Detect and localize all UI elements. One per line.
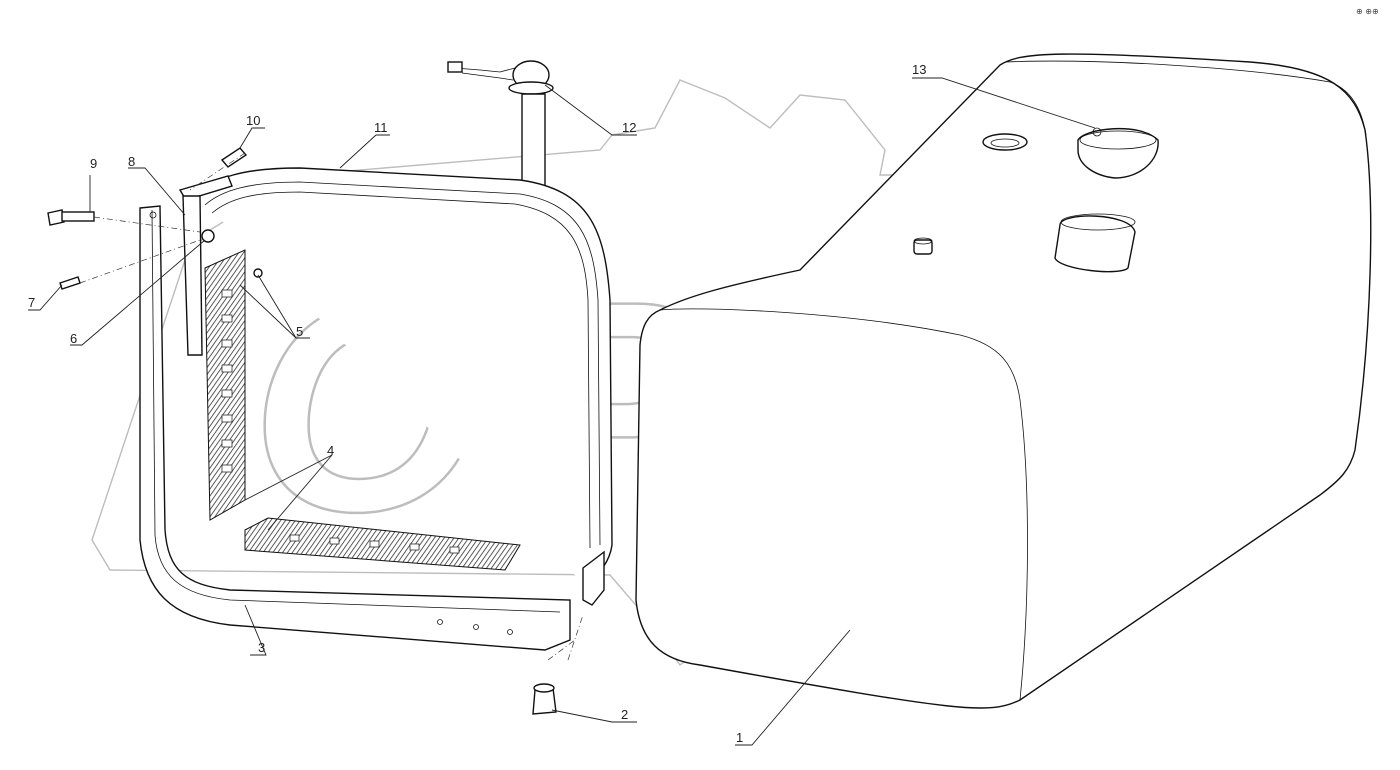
tank-cover-frame bbox=[178, 167, 613, 606]
hardware bbox=[47, 147, 557, 715]
nut-6 bbox=[201, 229, 215, 243]
callout-12: 12 bbox=[622, 120, 636, 135]
callout-labels: 1 2 3 4 5 6 7 8 9 10 11 12 13 bbox=[28, 62, 926, 745]
callout-10: 10 bbox=[246, 113, 260, 128]
assembly-lines bbox=[79, 152, 584, 661]
bolt-9 bbox=[47, 209, 65, 226]
callout-9: 9 bbox=[90, 156, 97, 171]
leader-lines bbox=[28, 77, 1096, 746]
rivet-5 bbox=[253, 268, 263, 278]
filler-cap-body bbox=[1077, 128, 1159, 179]
pin-10 bbox=[220, 147, 248, 168]
callout-2: 2 bbox=[621, 707, 628, 722]
tank-drain-nut bbox=[913, 239, 933, 255]
callout-8: 8 bbox=[128, 154, 135, 169]
callout-13: 13 bbox=[912, 62, 926, 77]
mounting-bracket bbox=[139, 195, 571, 651]
sender-wire bbox=[454, 67, 516, 73]
filler-neck-top bbox=[1060, 213, 1136, 231]
tank-end-face bbox=[659, 308, 1028, 701]
bracket-upper-plate bbox=[182, 195, 203, 356]
tank-vent-opening bbox=[982, 133, 1028, 151]
sender-connector bbox=[447, 61, 463, 73]
callout-5: 5 bbox=[296, 324, 303, 339]
bracket-hole-3 bbox=[473, 624, 479, 630]
filler-cap bbox=[1077, 127, 1159, 179]
filler-cap-latch bbox=[1092, 127, 1102, 137]
cover-frame-tab bbox=[582, 550, 605, 606]
fuel-tank bbox=[635, 53, 1372, 709]
bracket-inner-line bbox=[151, 209, 561, 613]
cover-frame-outer bbox=[195, 167, 613, 586]
cover-frame-inner-2 bbox=[211, 191, 591, 549]
rubber-pad-horizontal bbox=[244, 517, 521, 571]
callout-6: 6 bbox=[70, 331, 77, 346]
tank-body bbox=[635, 53, 1372, 709]
cover-frame-inner bbox=[204, 181, 601, 546]
callout-3: 3 bbox=[258, 640, 265, 655]
corner-mark: ⊕ ⊕⊕ bbox=[1356, 7, 1379, 16]
rubber-pads bbox=[204, 249, 521, 571]
sender-wire-2 bbox=[461, 72, 514, 81]
callout-1: 1 bbox=[736, 730, 743, 745]
drain-plug-2-head bbox=[533, 683, 555, 693]
bracket-hole-1 bbox=[149, 211, 157, 219]
filler-cap-rim bbox=[1079, 130, 1157, 150]
tank-vent-inner bbox=[990, 138, 1020, 148]
filler-neck-collar bbox=[1054, 215, 1136, 273]
tank-drain-nut-top bbox=[913, 237, 933, 245]
bracket-hole-2 bbox=[437, 619, 443, 625]
sender-flange bbox=[508, 81, 554, 95]
tank-top-edge bbox=[1004, 60, 1367, 136]
bracket-hole-4 bbox=[507, 629, 513, 635]
callout-4: 4 bbox=[327, 443, 334, 458]
bracket-body bbox=[139, 205, 571, 651]
callout-7: 7 bbox=[28, 295, 35, 310]
bolt-9-shank bbox=[61, 211, 95, 222]
rubber-pad-slots bbox=[221, 289, 460, 554]
callout-11: 11 bbox=[374, 120, 388, 135]
clip-7 bbox=[59, 276, 81, 290]
